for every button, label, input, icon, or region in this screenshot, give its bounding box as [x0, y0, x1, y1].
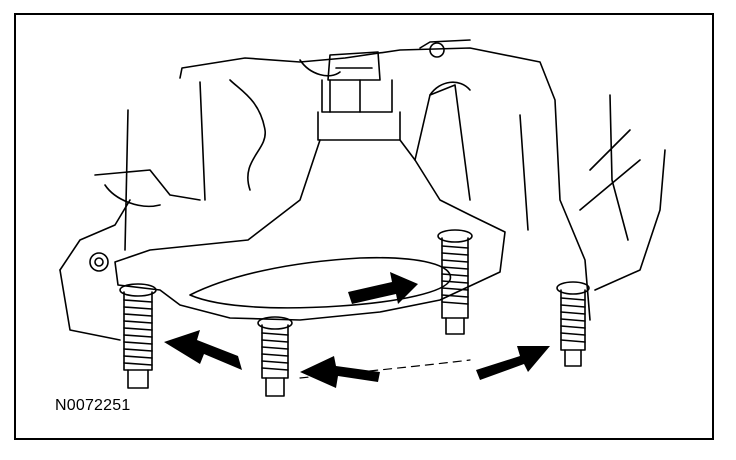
oxygen-sensor — [317, 51, 401, 141]
arrow-icon — [300, 356, 380, 388]
figure-frame — [14, 13, 714, 440]
figure-id-label: N0072251 — [55, 397, 131, 414]
arrow-icon — [476, 346, 550, 380]
sequence-guide-line — [299, 359, 471, 379]
stud-4 — [556, 281, 590, 367]
stud-1 — [119, 283, 157, 389]
stud-2 — [257, 316, 293, 397]
stud-3 — [437, 229, 473, 335]
arrow-icon — [348, 272, 418, 304]
arrow-icon — [164, 330, 242, 370]
engine-block-outline — [59, 39, 666, 341]
manifold-body — [114, 81, 506, 321]
